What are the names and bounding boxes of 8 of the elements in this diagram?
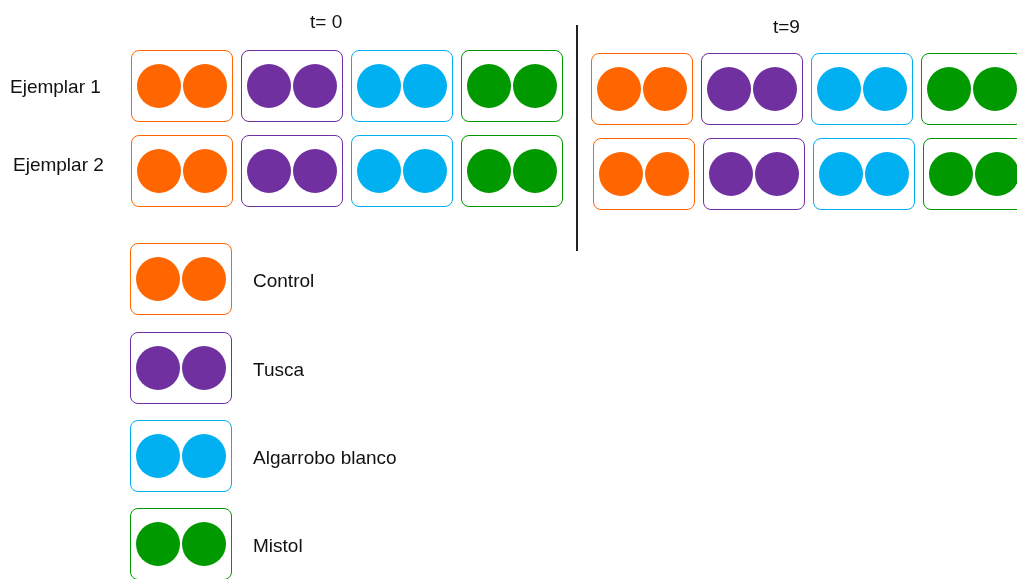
label-text: t=9 <box>773 17 800 36</box>
label-text: Ejemplar 2 <box>13 155 104 174</box>
legend-label: Tusca <box>253 360 305 379</box>
legend-label: Mistol <box>253 536 303 555</box>
legend-label: Algarrobo blanco <box>253 448 397 467</box>
label-text: t= 0 <box>310 12 343 31</box>
label-text: Ejemplar 1 <box>10 77 101 96</box>
legend-label: Control <box>253 271 315 290</box>
